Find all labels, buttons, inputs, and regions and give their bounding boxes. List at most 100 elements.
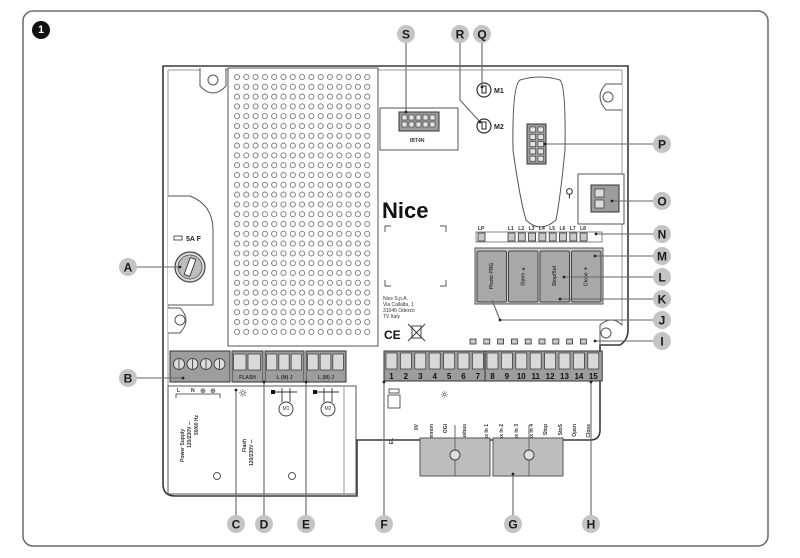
grille-hole <box>233 103 241 110</box>
flash-terminal[interactable]: FLASH <box>231 350 264 383</box>
status-led <box>548 232 557 242</box>
grille-hole <box>299 132 306 139</box>
leader-dot <box>589 380 593 384</box>
grille-hole <box>354 220 361 228</box>
grille-hole <box>336 113 343 120</box>
motor-2-symbol-icon: M2 <box>313 388 339 417</box>
input-led <box>552 338 560 345</box>
grille-hole <box>280 191 287 198</box>
input-led <box>497 338 505 345</box>
grille-hole <box>252 309 259 316</box>
grille-hole <box>280 201 287 208</box>
grille-hole <box>308 299 315 306</box>
callout-letter: N <box>658 228 667 242</box>
grille-hole <box>261 191 268 198</box>
grille-hole <box>317 201 324 208</box>
grille-hole <box>354 201 361 208</box>
leader-dot <box>480 85 484 89</box>
grille-hole <box>308 211 315 218</box>
terminal-slot <box>587 352 600 370</box>
grille-hole <box>243 93 250 100</box>
grille-hole <box>243 240 250 247</box>
fuse-label: 5A F <box>173 235 202 243</box>
status-led <box>538 232 547 242</box>
grille-hole <box>317 113 324 120</box>
leader-dot <box>478 120 482 124</box>
grille-hole <box>280 181 287 188</box>
callout-p: P <box>543 135 671 153</box>
grille-hole <box>345 328 352 335</box>
mounting-hole <box>288 472 296 480</box>
callout-badge <box>653 247 671 265</box>
terminal-number: 10 <box>517 372 526 381</box>
grille-hole <box>261 230 268 237</box>
grille-hole <box>308 122 315 130</box>
grille-hole <box>299 103 306 110</box>
callout-h: H <box>582 380 600 533</box>
grille-hole <box>280 318 287 326</box>
connector-pin <box>529 155 536 162</box>
grille-hole <box>233 328 241 335</box>
grille-hole <box>364 279 371 286</box>
input-led <box>580 338 587 345</box>
grille-hole <box>299 162 306 169</box>
callout-letter: I <box>660 335 663 349</box>
terminal-slot <box>414 352 427 370</box>
callout-letter: M <box>657 250 667 264</box>
grille-hole <box>299 152 306 159</box>
grille-hole <box>271 113 278 120</box>
callout-badge <box>582 515 600 533</box>
grille-hole <box>354 181 361 188</box>
mounting-hole <box>600 327 612 339</box>
cable-clamp <box>419 425 564 477</box>
power-supply-terminal[interactable] <box>169 350 231 383</box>
connector-pin <box>408 121 415 128</box>
button-label: Stop/Set <box>552 266 558 287</box>
grille-hole <box>280 83 287 90</box>
open-button[interactable]: Open ▲ <box>508 250 539 303</box>
grille-hole <box>345 289 352 296</box>
svg-text:Flash: Flash <box>242 439 248 452</box>
grille-hole <box>233 83 241 90</box>
photo-prg-button[interactable]: Photo PRG <box>476 250 507 303</box>
grille-hole <box>289 318 296 326</box>
svg-text:120/230V ∼: 120/230V ∼ <box>249 439 255 466</box>
callout-badge <box>653 311 671 329</box>
motor-2-terminal[interactable]: L (M) J <box>305 350 347 383</box>
flash-light-icon: ☼ <box>238 387 248 400</box>
status-led <box>507 232 516 242</box>
callout-l: L <box>562 268 671 286</box>
grille-hole <box>289 299 296 306</box>
grille-hole <box>261 113 268 120</box>
led-label: L6 <box>560 226 566 232</box>
connector-pin <box>429 121 436 128</box>
manufacturer-line: 31046 Oderzo <box>383 308 415 314</box>
motor-1-terminal[interactable]: L (M) J <box>264 350 305 383</box>
grille-hole <box>252 171 259 179</box>
fuse <box>174 251 206 283</box>
grille-hole <box>317 289 324 296</box>
terminal-number: 12 <box>546 372 555 381</box>
grille-hole <box>243 279 250 286</box>
terminal-number: 15 <box>589 372 598 381</box>
terminal-function-label: Bluebus <box>462 424 468 444</box>
svg-text:120/230V ∼: 120/230V ∼ <box>187 421 193 448</box>
grille-hole <box>243 309 250 316</box>
grille-hole <box>345 103 352 110</box>
terminal-function-label: Stop <box>543 424 549 435</box>
grille-hole <box>252 142 259 149</box>
callout-g: G <box>504 472 522 533</box>
grille-hole <box>271 279 278 286</box>
grille-hole <box>289 103 296 110</box>
terminal-number: 6 <box>461 372 466 381</box>
grille-hole <box>364 152 371 159</box>
terminal-slot <box>319 353 332 371</box>
grille-hole <box>345 201 352 208</box>
terminal-slot <box>515 352 528 370</box>
grille-hole <box>299 230 306 237</box>
grille-hole <box>364 201 371 208</box>
grille-hole <box>317 269 324 277</box>
